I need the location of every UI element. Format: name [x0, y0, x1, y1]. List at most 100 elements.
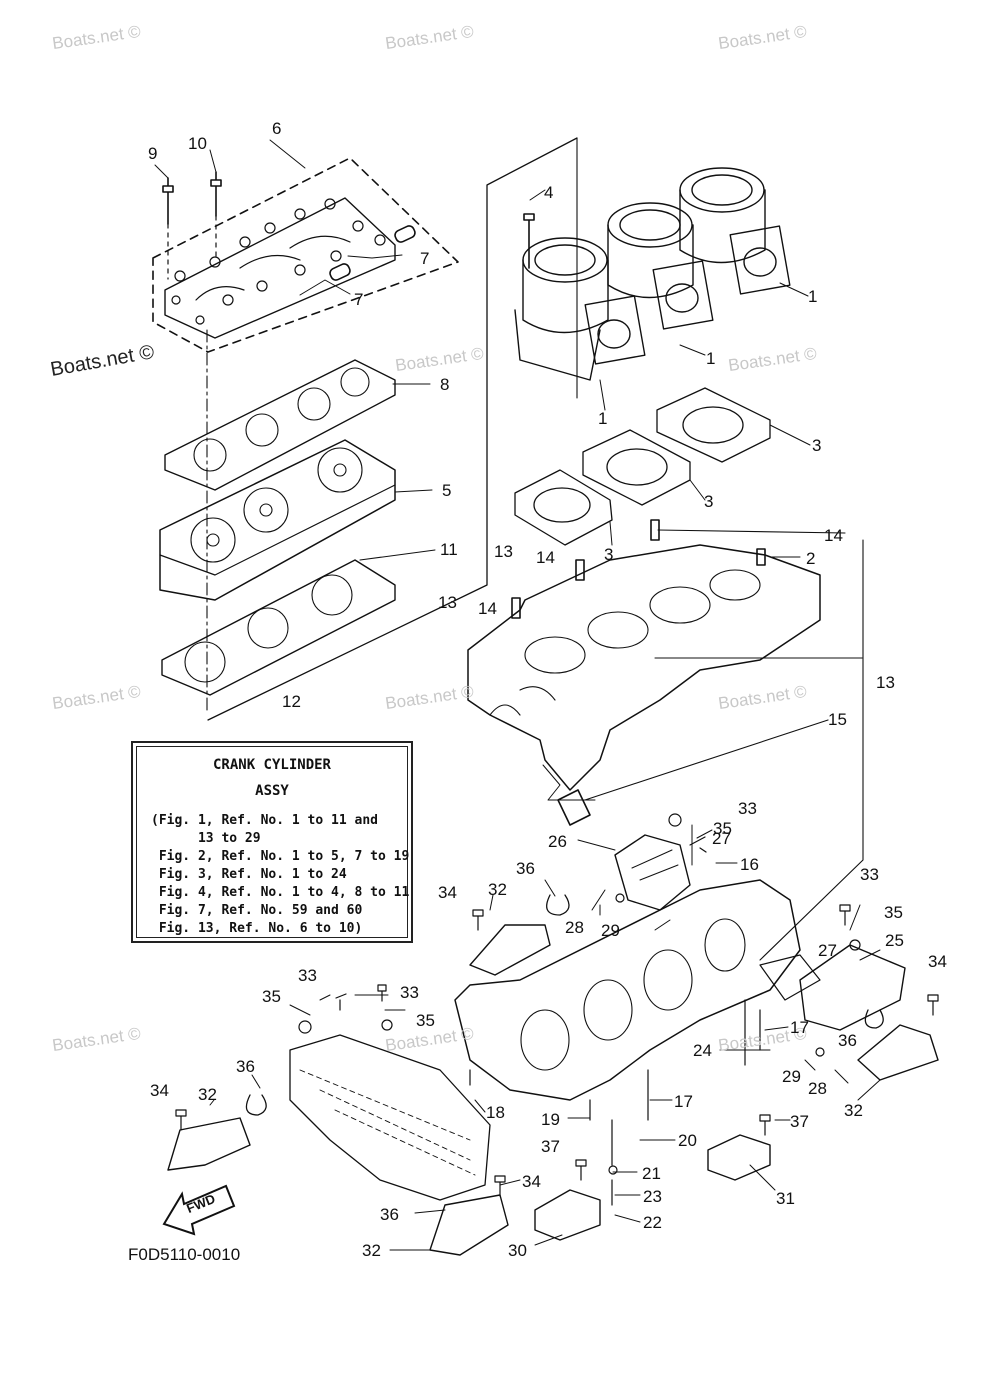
callout-27: 27 [818, 941, 837, 960]
callout-1: 1 [808, 287, 818, 306]
callout-3: 3 [604, 545, 614, 564]
callout-3: 3 [812, 436, 822, 455]
head-cover-dashed-outline [152, 157, 459, 353]
bolt-10 [210, 171, 222, 217]
pin-2 [756, 548, 766, 566]
callout-29: 29 [782, 1067, 801, 1086]
callout-11: 11 [440, 540, 458, 559]
bracket-27b [759, 954, 821, 1001]
fwd-arrow-icon [162, 1184, 236, 1236]
seal-15 [557, 789, 591, 826]
callout-35: 35 [884, 903, 903, 922]
note-line: Fig. 13, Ref. No. 6 to 10) [151, 921, 363, 936]
cylinder-2 [607, 202, 714, 330]
callout-36: 36 [380, 1205, 399, 1224]
leader-lines [154, 139, 881, 1251]
gasket-8 [164, 359, 396, 491]
callout-1: 1 [598, 409, 608, 428]
cylinder-head-5 [159, 439, 396, 601]
callout-20: 20 [678, 1131, 697, 1150]
callout-7: 7 [354, 290, 364, 309]
callout-14: 14 [824, 526, 843, 545]
callout-37: 37 [541, 1137, 560, 1156]
callout-18: 18 [486, 1103, 505, 1122]
pin-14b [575, 559, 585, 581]
callout-33: 33 [298, 966, 317, 985]
bolt-4 [523, 213, 535, 269]
callout-22: 22 [643, 1213, 662, 1232]
callout-9: 9 [148, 144, 158, 163]
base-gasket-3 [514, 387, 771, 546]
gasket-11 [161, 559, 396, 696]
note-line: Fig. 4, Ref. No. 1 to 4, 8 to 11 [151, 885, 410, 900]
hose-36c [864, 1009, 884, 1029]
mount-32-bottom [429, 1194, 509, 1256]
note-line: Fig. 3, Ref. No. 1 to 24 [151, 867, 347, 882]
callout-17: 17 [674, 1092, 693, 1111]
gasket-8-holes [193, 367, 370, 472]
callout-26: 26 [548, 832, 567, 851]
head-cover-detail [195, 235, 351, 301]
callout-25: 25 [885, 931, 904, 950]
callout-14: 14 [536, 548, 555, 567]
crankcase-upper [467, 544, 821, 791]
callout-32: 32 [198, 1085, 217, 1104]
head-cover-part [164, 197, 396, 339]
callout-14: 14 [478, 599, 497, 618]
callout-24: 24 [693, 1041, 712, 1060]
plug-7b [329, 263, 351, 281]
callout-16: 16 [740, 855, 759, 874]
callout-28: 28 [808, 1079, 827, 1098]
callout-32: 32 [844, 1101, 863, 1120]
bolt-9 [162, 177, 174, 225]
cylinder-3 [679, 167, 791, 295]
mount-32-top [469, 924, 551, 976]
group-bracket-12 [207, 137, 578, 721]
callout-35: 35 [416, 1011, 435, 1030]
head-cover-bolts [171, 198, 386, 325]
callout-32: 32 [362, 1241, 381, 1260]
callout-33: 33 [738, 799, 757, 818]
left-engine-component [289, 1034, 491, 1201]
crankcase-lower [454, 879, 801, 1101]
callout-36: 36 [236, 1057, 255, 1076]
callout-2: 2 [806, 549, 816, 568]
callout-36: 36 [516, 859, 535, 878]
small-bolts [175, 813, 939, 1206]
note-line: 13 to 29 [151, 831, 261, 846]
cylinder-1 [514, 237, 646, 381]
callout-27: 27 [712, 829, 731, 848]
callout-13: 13 [494, 542, 513, 561]
hose-36b [245, 1094, 267, 1116]
hose-36a [546, 894, 570, 916]
callout-32: 32 [488, 880, 507, 899]
callout-13: 13 [876, 673, 895, 692]
callout-17: 17 [790, 1018, 809, 1037]
callout-34: 34 [150, 1081, 169, 1100]
callout-36: 36 [838, 1031, 857, 1050]
callout-5: 5 [442, 481, 452, 500]
callout-37: 37 [790, 1112, 809, 1131]
note-line: (Fig. 1, Ref. No. 1 to 11 and [151, 813, 378, 828]
callout-33: 33 [400, 983, 419, 1002]
callout-31: 31 [776, 1189, 795, 1208]
mount-31 [707, 1134, 771, 1181]
callout-4: 4 [544, 183, 554, 202]
callout-29: 29 [601, 921, 620, 940]
callout-34: 34 [522, 1172, 541, 1191]
callout-12: 12 [282, 692, 301, 711]
callout-10: 10 [188, 134, 207, 153]
callout-28: 28 [565, 918, 584, 937]
callout-30: 30 [508, 1241, 527, 1260]
note-line: Fig. 7, Ref. No. 59 and 60 [151, 903, 363, 918]
callout-3: 3 [704, 492, 714, 511]
callout-1: 1 [706, 349, 716, 368]
bracket-25 [799, 944, 906, 1031]
note-subtitle: ASSY [255, 783, 289, 799]
plug-7a [394, 225, 416, 243]
callout-33: 33 [860, 865, 879, 884]
callout-34: 34 [928, 952, 947, 971]
mount-30 [534, 1189, 601, 1241]
callout-35: 35 [713, 819, 732, 838]
